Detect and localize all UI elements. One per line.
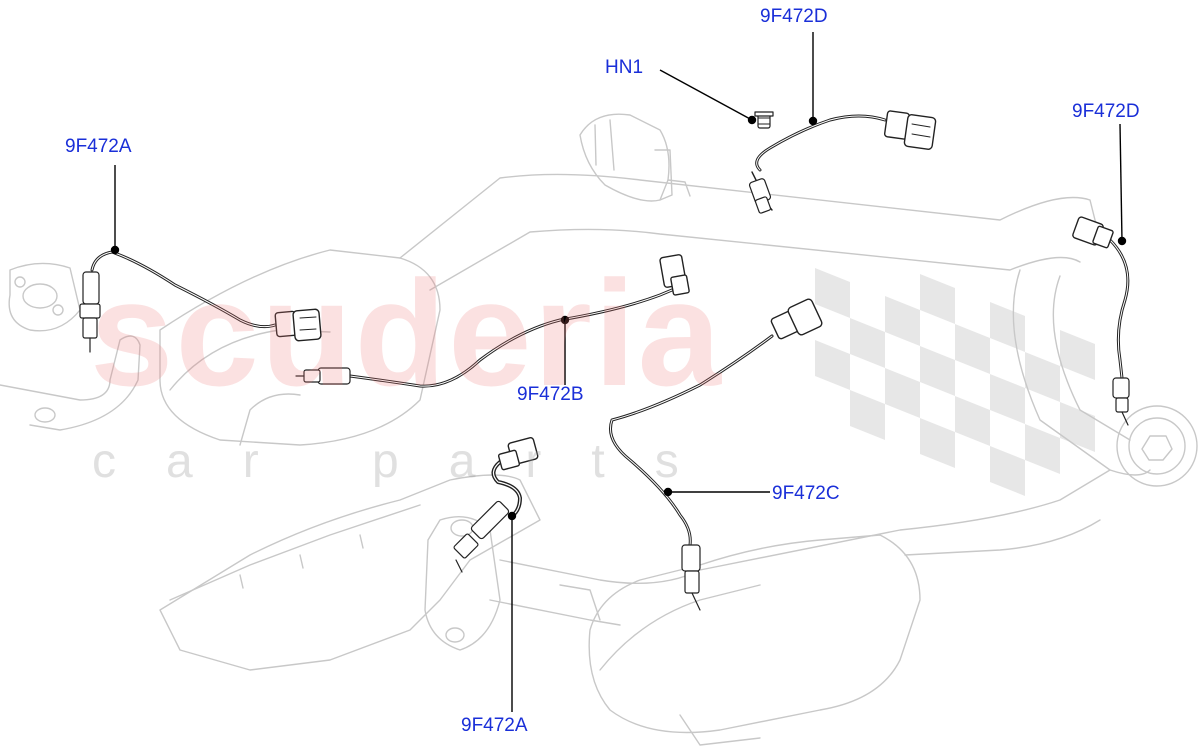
sensor-9f472c (609, 298, 823, 611)
leader-dot-9f472c (663, 487, 673, 497)
callout-hn1: HN1 (605, 57, 644, 78)
sensor-9f472a-upper (79, 250, 322, 353)
leader-lines (110, 32, 1127, 712)
sensor-harnesses (79, 110, 1130, 611)
sensor-9f472a-lower (453, 436, 539, 573)
leader-line-hn1 (659, 69, 753, 121)
leader-dot-9f472a-upper (110, 245, 120, 255)
sensor-9f472d-upper (748, 110, 937, 214)
watermark-brand: scuderia (90, 249, 723, 417)
callout-9f472b: 9F472B (517, 384, 584, 405)
sensor-9f472b (295, 254, 690, 388)
leader-dot-9f472d-upper (808, 116, 818, 126)
leader-dot-9f472b (560, 315, 570, 325)
leader-line-9f472d-right (1119, 123, 1123, 242)
sensor-9f472d-right (1072, 216, 1130, 426)
watermark-checker-flag (815, 268, 1095, 496)
bolt-hn1 (754, 111, 774, 129)
leader-dot-9f472a-lower (507, 511, 517, 521)
callout-9f472a-upper: 9F472A (65, 136, 132, 157)
exhaust-system-outline (0, 113, 1198, 746)
leader-dot-9f472d-right (1117, 236, 1127, 246)
callout-9f472c: 9F472C (772, 483, 840, 504)
callout-9f472a-lower: 9F472A (461, 715, 528, 736)
leader-dot-hn1 (747, 115, 757, 125)
callout-9f472d-right: 9F472D (1072, 101, 1140, 122)
callout-9f472d-upper: 9F472D (760, 6, 828, 27)
watermark-tagline: car parts (92, 435, 729, 488)
